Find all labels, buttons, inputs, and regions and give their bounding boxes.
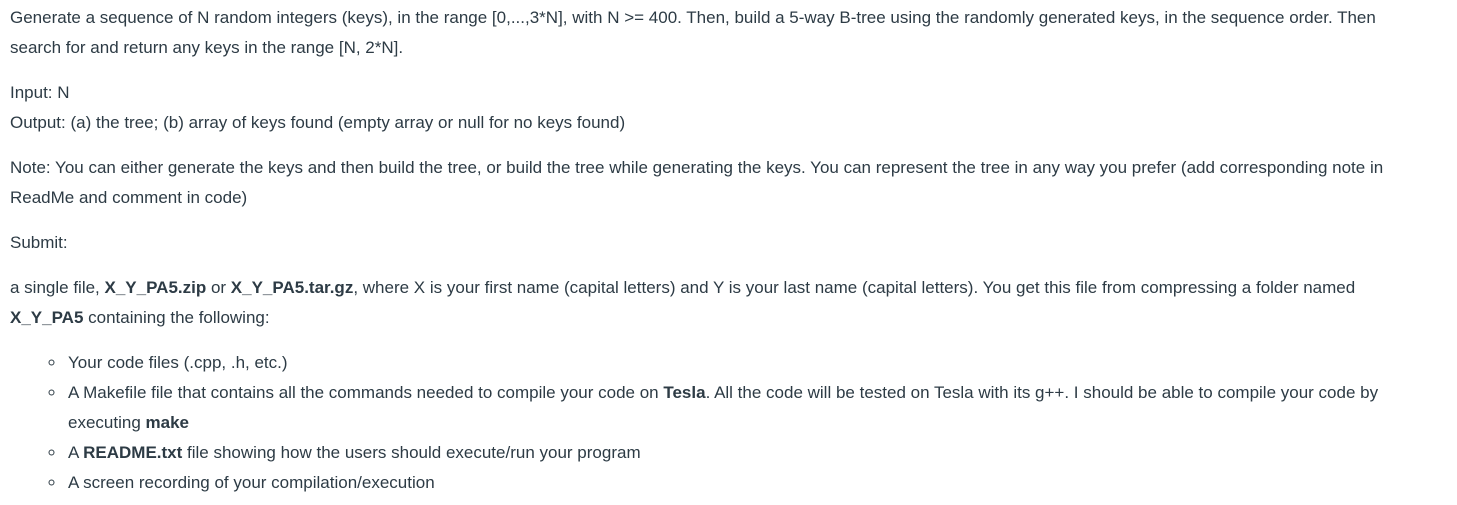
text-run: . All the code will be tested on Tesla w… [68,383,1379,432]
list-item-makefile: A Makefile file that contains all the co… [66,378,1400,438]
text-run: file showing how the users should execut… [182,443,641,462]
task-description-paragraph: Generate a sequence of N random integers… [10,8,1376,57]
zip-filename: X_Y_PA5.zip [104,278,207,297]
text-run: A [68,443,84,462]
text-run: containing the following: [83,308,270,327]
text-run: A Makefile file that contains all the co… [68,383,664,402]
input-line: Input: N [10,83,70,102]
output-line: Output: (a) the tree; (b) array of keys … [10,113,626,132]
submission-items-list: Your code files (.cpp, .h, etc.) A Makef… [10,348,1400,498]
submission-file-paragraph: a single file, X_Y_PA5.zip or X_Y_PA5.ta… [10,273,1400,333]
readme-filename: README.txt [83,443,183,462]
assignment-description: Generate a sequence of N random integers… [0,0,1410,498]
text-run: a single file, [10,278,105,297]
targz-filename: X_Y_PA5.tar.gz [230,278,354,297]
note-paragraph: Note: You can either generate the keys a… [10,158,1384,207]
tesla-keyword: Tesla [663,383,706,402]
list-item-screen-recording: A screen recording of your compilation/e… [66,468,1400,498]
input-output-paragraph: Input: N Output: (a) the tree; (b) array … [10,78,1400,138]
make-keyword: make [145,413,189,432]
folder-name: X_Y_PA5 [10,308,84,327]
text-run: or [206,278,231,297]
submit-heading: Submit: [10,233,68,252]
list-item-code-files: Your code files (.cpp, .h, etc.) [66,348,1400,378]
text-run: A screen recording of your compilation/e… [68,473,435,492]
text-run: , where X is your first name (capital le… [353,278,1356,297]
text-run: Your code files (.cpp, .h, etc.) [68,353,288,372]
list-item-readme: A README.txt file showing how the users … [66,438,1400,468]
